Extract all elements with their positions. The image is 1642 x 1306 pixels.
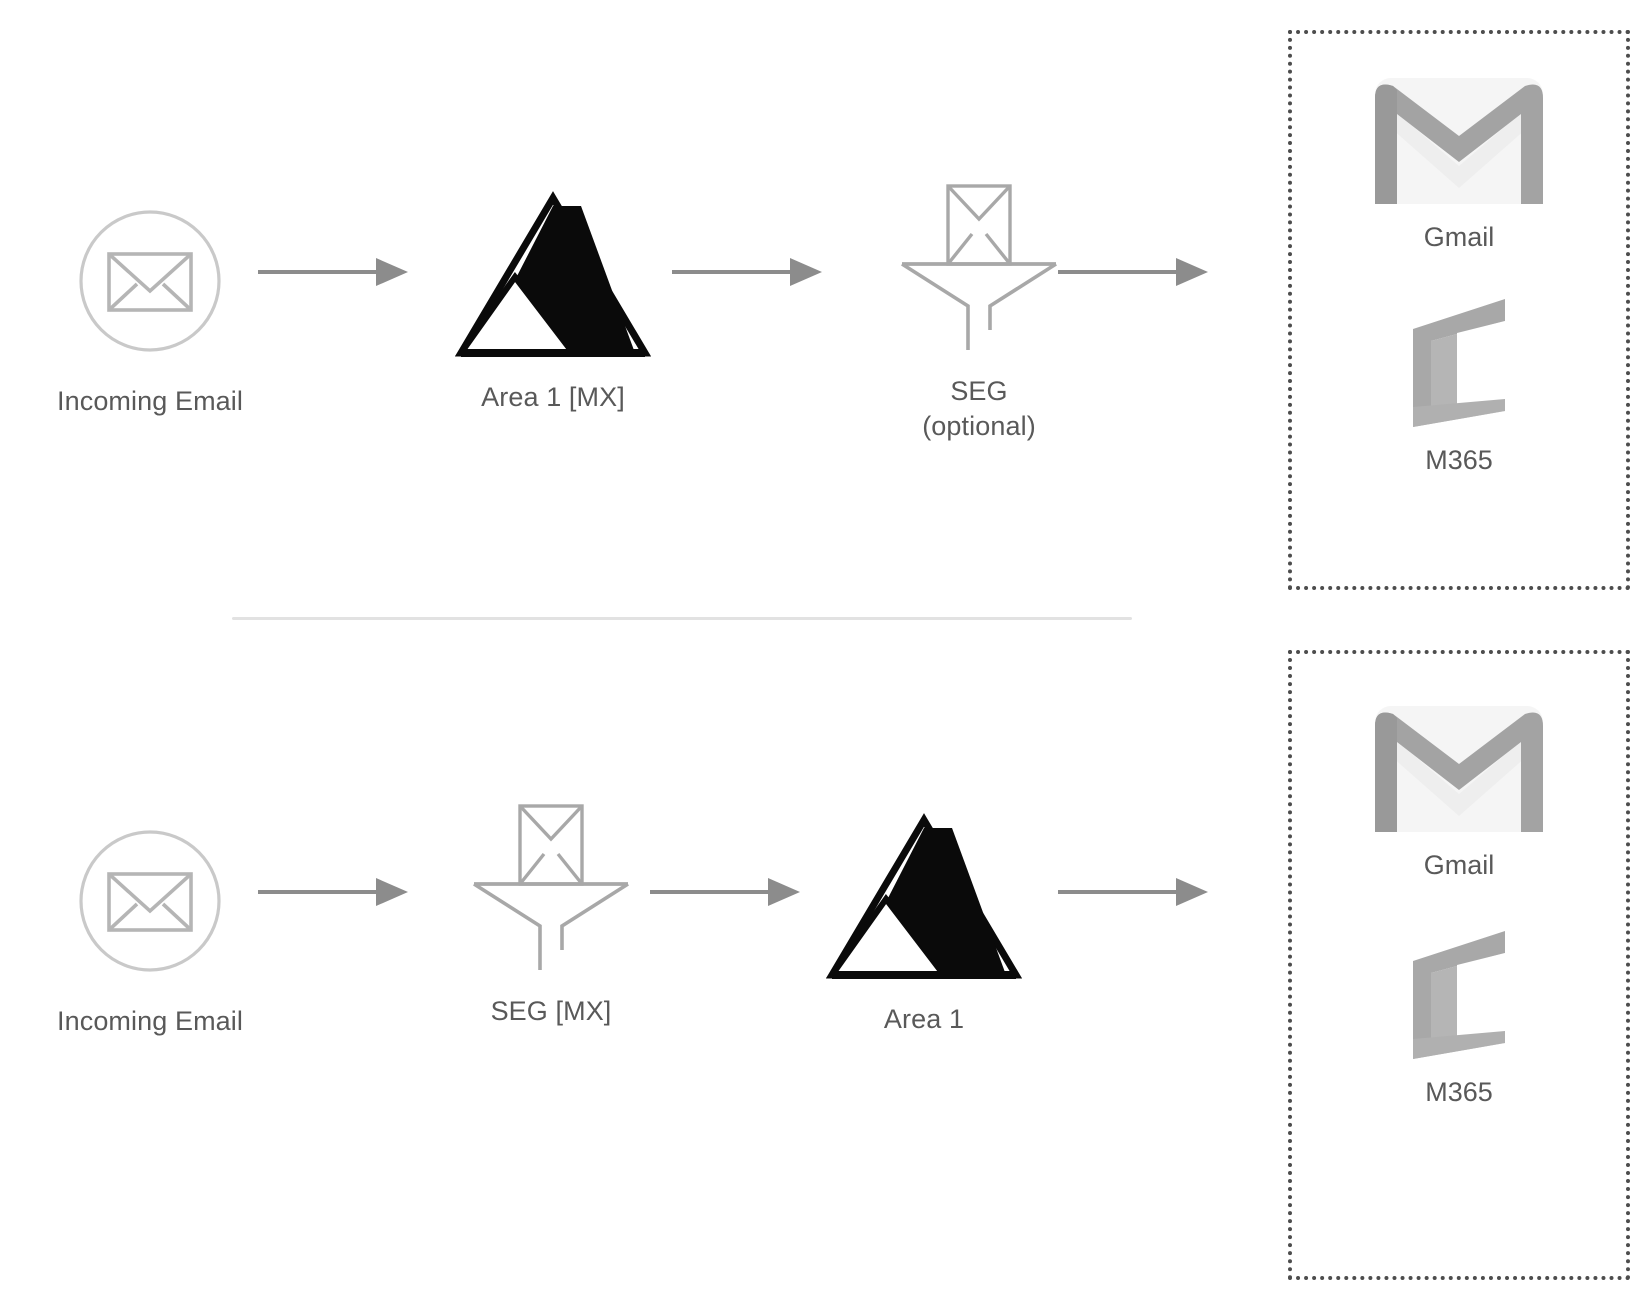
destination-gmail-top[interactable]: Gmail bbox=[1371, 74, 1547, 253]
m365-icon bbox=[1393, 295, 1525, 431]
destination-box-bottom: Gmail M365 bbox=[1288, 650, 1630, 1280]
gmail-icon bbox=[1371, 74, 1547, 208]
arrow-area1-to-seg bbox=[672, 252, 824, 297]
destination-gmail-bottom[interactable]: Gmail bbox=[1371, 702, 1547, 881]
arrow-seg-to-area1 bbox=[650, 872, 802, 917]
node-label-area1-mx: Area 1 [MX] bbox=[481, 382, 625, 412]
node-area1[interactable]: Area 1 bbox=[818, 812, 1030, 1037]
destination-label-gmail-top: Gmail bbox=[1423, 222, 1495, 252]
destination-label-gmail-bottom: Gmail bbox=[1423, 850, 1495, 880]
destination-label-m365-top: M365 bbox=[1425, 445, 1493, 475]
arrow-seg-to-destinations-top bbox=[1058, 252, 1210, 297]
node-seg-mx[interactable]: SEG [MX] bbox=[440, 798, 662, 1029]
node-incoming-email-bottom[interactable]: Incoming Email bbox=[52, 816, 248, 1039]
node-label-seg-mx: SEG [MX] bbox=[490, 996, 612, 1026]
m365-icon bbox=[1393, 927, 1525, 1063]
arrow-incoming-to-seg bbox=[258, 872, 410, 917]
area1-triangle-icon bbox=[826, 812, 1022, 984]
node-label-seg-optional: SEG (optional) bbox=[922, 376, 1036, 441]
node-label-area1: Area 1 bbox=[883, 1004, 965, 1034]
section-divider bbox=[232, 617, 1132, 620]
seg-funnel-icon bbox=[886, 178, 1072, 356]
email-circle-icon bbox=[65, 196, 235, 366]
destination-m365-bottom[interactable]: M365 bbox=[1393, 927, 1525, 1108]
destination-label-m365-bottom: M365 bbox=[1425, 1077, 1493, 1107]
arrow-incoming-to-area1 bbox=[258, 252, 410, 297]
area1-triangle-icon bbox=[455, 190, 651, 362]
seg-funnel-icon bbox=[458, 798, 644, 976]
destination-m365-top[interactable]: M365 bbox=[1393, 295, 1525, 476]
node-seg-optional[interactable]: SEG (optional) bbox=[868, 178, 1090, 443]
email-circle-icon bbox=[65, 816, 235, 986]
arrow-area1-to-destinations-bottom bbox=[1058, 872, 1210, 917]
destination-box-top: Gmail M365 bbox=[1288, 30, 1630, 590]
node-area1-mx[interactable]: Area 1 [MX] bbox=[438, 190, 668, 415]
gmail-icon bbox=[1371, 702, 1547, 836]
node-label-incoming-email-top: Incoming Email bbox=[57, 386, 243, 416]
node-incoming-email-top[interactable]: Incoming Email bbox=[52, 196, 248, 419]
node-label-incoming-email-bottom: Incoming Email bbox=[57, 1006, 243, 1036]
